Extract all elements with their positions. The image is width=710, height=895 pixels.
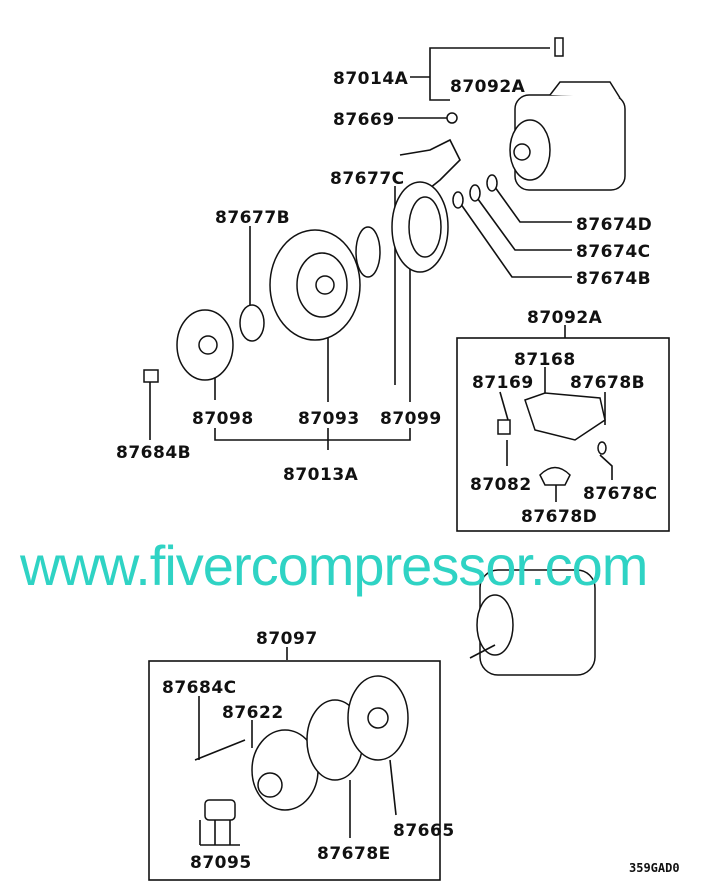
snap-ring-87677B — [239, 304, 265, 342]
label-87674B: 87674B — [576, 269, 651, 289]
label-87674C: 87674C — [576, 242, 651, 262]
valve-87082 — [497, 419, 511, 435]
field-coil-87099 — [391, 181, 449, 273]
kit-87097-box — [148, 660, 441, 881]
label-87169: 87169 — [472, 373, 534, 393]
label-87092A-top: 87092A — [450, 77, 526, 97]
label-87622: 87622 — [222, 703, 284, 723]
valve-cover-87168 — [524, 392, 606, 441]
watermark: www.fivercompressor.com — [20, 534, 648, 597]
bolt-87684C — [194, 739, 246, 761]
label-87013A: 87013A — [283, 465, 359, 485]
diagram-code: 359GAD0 — [629, 861, 680, 875]
label-87097: 87097 — [256, 629, 318, 649]
label-87082: 87082 — [470, 475, 532, 495]
label-87678E: 87678E — [317, 844, 391, 864]
gasket-87678D — [539, 466, 571, 486]
label-87168: 87168 — [514, 350, 576, 370]
label-87095: 87095 — [190, 853, 252, 873]
label-87684B: 87684B — [116, 443, 191, 463]
compressor-assembly — [509, 81, 626, 191]
label-87665: 87665 — [393, 821, 455, 841]
compressor-side-view — [469, 569, 596, 676]
label-87674D: 87674D — [576, 215, 652, 235]
kit-87092A-box — [456, 337, 670, 532]
label-87677C: 87677C — [330, 169, 405, 189]
label-87098: 87098 — [192, 409, 254, 429]
label-87099: 87099 — [380, 409, 442, 429]
label-87678C: 87678C — [583, 484, 658, 504]
label-87677B: 87677B — [215, 208, 290, 228]
label-87093: 87093 — [298, 409, 360, 429]
bolt-87014A — [554, 37, 564, 57]
label-87092A-box: 87092A — [527, 308, 603, 328]
label-87014A: 87014A — [333, 69, 409, 89]
screw-87669 — [446, 112, 458, 124]
label-87669: 87669 — [333, 110, 395, 130]
fitting-87095 — [204, 799, 236, 821]
oring-87678C — [597, 441, 607, 455]
label-87678B: 87678B — [570, 373, 645, 393]
pulley-87093 — [269, 229, 361, 341]
valve-plate-87665 — [347, 675, 409, 761]
harness — [399, 138, 461, 189]
label-87678D: 87678D — [521, 507, 597, 527]
leader-lines — [149, 47, 613, 846]
label-87684C: 87684C — [162, 678, 237, 698]
bolt-87684B — [143, 369, 159, 383]
shims — [452, 174, 498, 209]
snap-ring-87677C — [355, 226, 381, 278]
armature-87098 — [176, 309, 234, 381]
